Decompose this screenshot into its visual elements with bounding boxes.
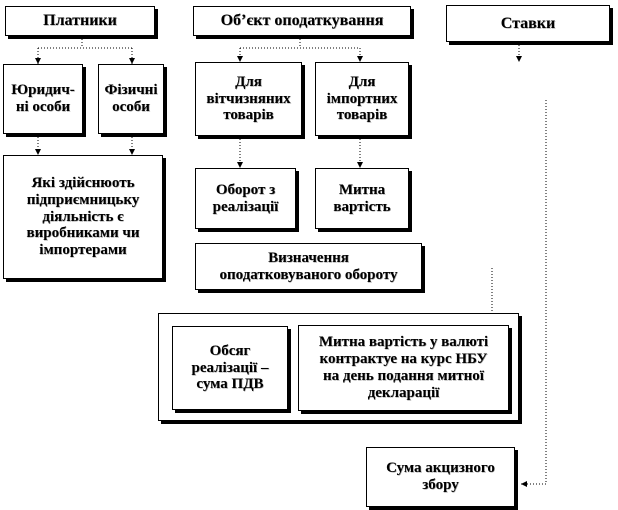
header-rates: Ставки (446, 5, 610, 42)
box-import-goods: Для імпортних товарів (315, 62, 409, 136)
box-payers-description: Які здійснюоть підприємницьку діяльність… (3, 155, 163, 279)
box-customs-value: Митна вартість (315, 168, 409, 229)
frame-calculation-group (158, 313, 519, 421)
box-sales-turnover: Оборот з реалізації (195, 168, 296, 229)
box-sales-volume: Обсяг реалізації – сума ПДВ (172, 326, 288, 410)
header-payers: Платники (5, 6, 155, 36)
header-tax-object: Об’єкт оподаткування (193, 6, 411, 36)
box-legal-entities: Юридич- ні особи (3, 64, 83, 134)
box-taxable-turnover: Визначення оподатковуваного обороту (195, 243, 422, 290)
box-individuals: Фізичні особи (98, 64, 164, 134)
box-customs-value-currency: Митна вартість у валюті контрактуе на ку… (298, 325, 509, 411)
box-domestic-goods: Для вітчизняних товарів (195, 62, 302, 136)
box-excise-sum: Сума акцизного збору (366, 447, 515, 507)
